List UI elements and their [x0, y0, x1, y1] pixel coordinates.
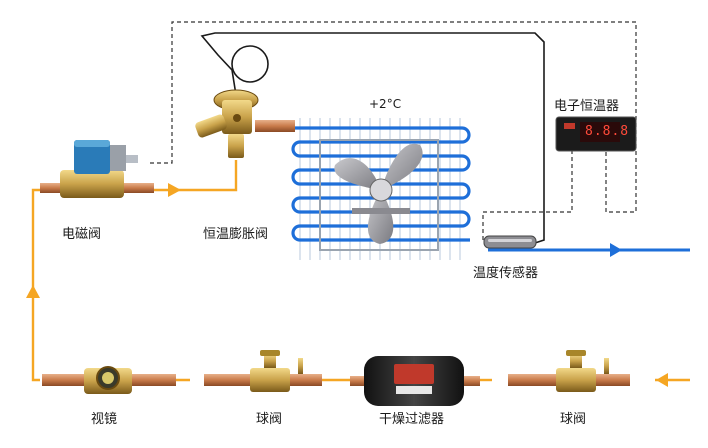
ball-valve-left: [204, 350, 322, 392]
sight-glass-label: 视镜: [91, 412, 118, 427]
expansion-valve-label: 恒温膨胀阀: [203, 227, 269, 242]
thermostat-label: 电子恒温器: [554, 99, 620, 114]
expansion-valve: [195, 89, 295, 158]
solenoid-valve-label: 电磁阀: [62, 227, 102, 242]
temp-sensor-label: 温度传感器: [473, 266, 539, 281]
filter-drier-label: 干燥过滤器: [379, 412, 445, 427]
temperature-label: +2°C: [369, 97, 402, 111]
thermostat-display: 8.8.8: [585, 124, 630, 139]
solenoid-valve: [40, 140, 154, 198]
temperature-sensor: [483, 235, 537, 249]
ball-valve-left-label: 球阀: [256, 412, 283, 427]
capillary-tube: [200, 32, 545, 244]
flow-arrows: [26, 183, 668, 387]
ball-valve-right: [508, 350, 630, 392]
evaporator-fan: [319, 139, 439, 251]
sight-glass: [42, 366, 176, 394]
suction-line: [488, 243, 690, 257]
filter-drier: [350, 356, 480, 406]
signal-wires: [150, 21, 637, 240]
electronic-thermostat: [555, 116, 637, 152]
ball-valve-right-label: 球阀: [560, 412, 587, 427]
